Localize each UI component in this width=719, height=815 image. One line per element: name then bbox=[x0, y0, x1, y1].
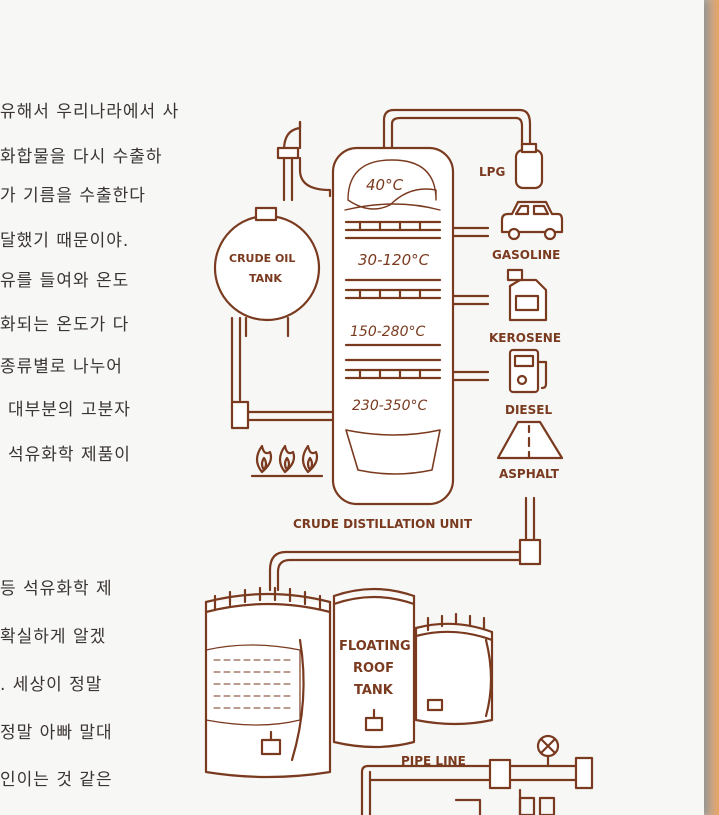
text-line-13: 정말 아빠 말대 bbox=[0, 723, 113, 743]
temp-label-3: 150-280°C bbox=[350, 324, 425, 340]
large-storage-tank bbox=[204, 586, 332, 779]
floating-roof-tank bbox=[332, 587, 416, 749]
lpg-label: LPG bbox=[479, 165, 505, 179]
text-line-7: 종류별로 나누어 bbox=[0, 357, 123, 377]
text-line-11: 확실하게 알겠 bbox=[0, 627, 107, 647]
transfer-pipe bbox=[268, 496, 542, 592]
floating-label-1: FLOATING bbox=[339, 639, 411, 654]
flame-icon bbox=[250, 444, 324, 478]
fuel-pump-icon bbox=[508, 348, 548, 394]
temp-label-2: 30-120°C bbox=[358, 251, 430, 269]
road-icon bbox=[496, 420, 564, 460]
temp-label-1: 40°C bbox=[366, 176, 404, 194]
text-line-9: 석유화학 제품이 bbox=[8, 445, 131, 465]
floating-label-3: TANK bbox=[354, 683, 394, 698]
asphalt-label: ASPHALT bbox=[499, 467, 560, 481]
text-line-5: 유를 들여와 온도 bbox=[0, 271, 130, 291]
text-line-1: 유해서 우리나라에서 사 bbox=[0, 102, 180, 122]
car-icon bbox=[500, 200, 564, 241]
text-line-6: 화되는 온도가 다 bbox=[0, 315, 130, 335]
text-line-4: 달했기 때문이야. bbox=[0, 231, 130, 251]
floating-label-2: ROOF bbox=[353, 661, 394, 676]
kerosene-can-icon bbox=[506, 268, 548, 322]
cdu-label: CRUDE DISTILLATION UNIT bbox=[293, 517, 473, 531]
pipe-line-label: PIPE LINE bbox=[401, 754, 466, 768]
crude-oil-tank-label-1: CRUDE OIL bbox=[229, 252, 295, 265]
crude-oil-tank-label-2: TANK bbox=[249, 272, 282, 285]
text-line-3: 가 기름을 수출한다 bbox=[0, 186, 146, 206]
text-line-10: 등 석유화학 제 bbox=[0, 579, 113, 599]
temp-label-4: 230-350°C bbox=[352, 398, 427, 414]
text-line-14: 인이는 것 같은 bbox=[0, 770, 113, 790]
diesel-label: DIESEL bbox=[505, 403, 552, 417]
book-spine bbox=[704, 0, 719, 815]
crude-oil-tank bbox=[213, 120, 334, 430]
text-line-2: 화합물을 다시 수출하 bbox=[0, 147, 163, 167]
book-page: { "text_lines": [ "유해서 우리나라에서 사", "화합물을 … bbox=[0, 0, 704, 815]
text-line-8: 대부분의 고분자 bbox=[8, 400, 131, 420]
kerosene-label: KEROSENE bbox=[489, 331, 561, 345]
text-line-12: . 세상이 정말 bbox=[0, 675, 103, 695]
small-storage-tank bbox=[414, 612, 494, 726]
distillation-column bbox=[331, 108, 532, 506]
pipe-line bbox=[360, 734, 594, 815]
gasoline-label: GASOLINE bbox=[492, 248, 560, 262]
lpg-cylinder-icon bbox=[514, 142, 544, 190]
refinery-diagram: CRUDE OIL TANK 40°C 30-120°C 150-280°C 2… bbox=[204, 108, 594, 815]
